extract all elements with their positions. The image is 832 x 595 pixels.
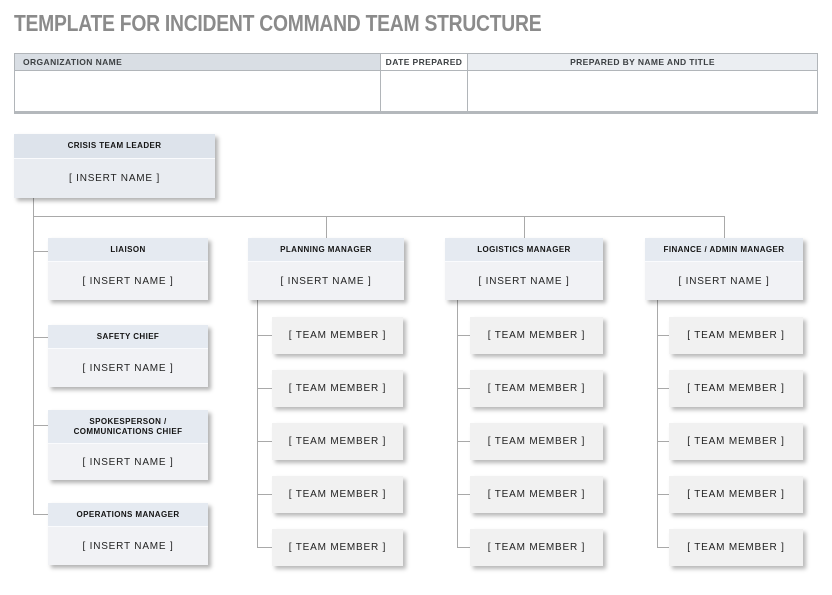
connector-stub-member	[257, 547, 272, 548]
node-title: SPOKESPERSON / COMMUNICATIONS CHIEF	[48, 410, 208, 444]
node-title: FINANCE / ADMIN MANAGER	[645, 238, 803, 262]
node-operations-manager: OPERATIONS MANAGER [ INSERT NAME ]	[48, 503, 208, 565]
connector-stub-member	[657, 388, 669, 389]
connector-stub-member	[657, 335, 669, 336]
team-member-placeholder[interactable]: [ TEAM MEMBER ]	[272, 317, 403, 354]
team-member-placeholder[interactable]: [ TEAM MEMBER ]	[272, 423, 403, 460]
connector-stub-member	[257, 494, 272, 495]
node-spokesperson-communications-chief: SPOKESPERSON / COMMUNICATIONS CHIEF [ IN…	[48, 410, 208, 480]
connector-stub-operations	[33, 514, 48, 515]
team-member-placeholder[interactable]: [ TEAM MEMBER ]	[272, 476, 403, 513]
team-member-placeholder[interactable]: [ TEAM MEMBER ]	[669, 370, 803, 407]
team-member-placeholder[interactable]: [ TEAM MEMBER ]	[272, 370, 403, 407]
team-member-placeholder[interactable]: [ TEAM MEMBER ]	[669, 529, 803, 566]
info-table-value-row	[15, 71, 817, 111]
connector-stub-member	[657, 494, 669, 495]
team-member-placeholder[interactable]: [ TEAM MEMBER ]	[470, 317, 603, 354]
connector-stub-safety	[33, 337, 48, 338]
node-logistics-manager: LOGISTICS MANAGER [ INSERT NAME ]	[445, 238, 603, 300]
team-member-placeholder[interactable]: [ TEAM MEMBER ]	[470, 529, 603, 566]
node-title: PLANNING MANAGER	[248, 238, 404, 262]
node-title: SAFETY CHIEF	[48, 325, 208, 349]
connector-stub-member	[257, 388, 272, 389]
team-member-placeholder[interactable]: [ TEAM MEMBER ]	[272, 529, 403, 566]
connector-stub-liaison	[33, 251, 48, 252]
connector-stub-member	[457, 335, 470, 336]
team-member-placeholder[interactable]: [ TEAM MEMBER ]	[470, 476, 603, 513]
node-title: LIAISON	[48, 238, 208, 262]
team-member-placeholder[interactable]: [ TEAM MEMBER ]	[470, 370, 603, 407]
connector-stub-member	[457, 547, 470, 548]
connector-drop-finance	[724, 216, 725, 238]
insert-name-placeholder[interactable]: [ INSERT NAME ]	[48, 527, 208, 565]
connector-planning-trunk	[257, 300, 258, 547]
connector-stub-member	[657, 441, 669, 442]
node-finance-admin-manager: FINANCE / ADMIN MANAGER [ INSERT NAME ]	[645, 238, 803, 300]
team-member-placeholder[interactable]: [ TEAM MEMBER ]	[669, 423, 803, 460]
node-title: LOGISTICS MANAGER	[445, 238, 603, 262]
node-liaison: LIAISON [ INSERT NAME ]	[48, 238, 208, 300]
org-name-field[interactable]	[15, 71, 381, 111]
date-prepared-field[interactable]	[381, 71, 468, 111]
insert-name-placeholder[interactable]: [ INSERT NAME ]	[14, 159, 215, 198]
info-table: ORGANIZATION NAME DATE PREPARED PREPARED…	[14, 53, 818, 114]
team-member-placeholder[interactable]: [ TEAM MEMBER ]	[669, 317, 803, 354]
connector-stub-spokesperson	[33, 425, 48, 426]
insert-name-placeholder[interactable]: [ INSERT NAME ]	[445, 262, 603, 300]
team-member-placeholder[interactable]: [ TEAM MEMBER ]	[470, 423, 603, 460]
connector-stub-member	[457, 388, 470, 389]
connector-stub-member	[657, 547, 669, 548]
connector-stub-member	[257, 441, 272, 442]
connector-stub-member	[457, 494, 470, 495]
org-name-header: ORGANIZATION NAME	[15, 54, 381, 71]
node-crisis-team-leader: CRISIS TEAM LEADER [ INSERT NAME ]	[14, 134, 215, 198]
node-planning-manager: PLANNING MANAGER [ INSERT NAME ]	[248, 238, 404, 300]
insert-name-placeholder[interactable]: [ INSERT NAME ]	[48, 444, 208, 480]
prepared-by-header: PREPARED BY NAME AND TITLE	[468, 54, 817, 71]
connector-left-trunk	[33, 198, 34, 514]
connector-drop-logistics	[524, 216, 525, 238]
insert-name-placeholder[interactable]: [ INSERT NAME ]	[248, 262, 404, 300]
connector-drop-planning	[326, 216, 327, 238]
connector-stub-member	[257, 335, 272, 336]
insert-name-placeholder[interactable]: [ INSERT NAME ]	[48, 349, 208, 387]
team-member-placeholder[interactable]: [ TEAM MEMBER ]	[669, 476, 803, 513]
connector-stub-member	[457, 441, 470, 442]
connector-finance-trunk	[657, 300, 658, 547]
node-title: OPERATIONS MANAGER	[48, 503, 208, 527]
prepared-by-field[interactable]	[468, 71, 817, 111]
info-table-header-row: ORGANIZATION NAME DATE PREPARED PREPARED…	[15, 54, 817, 71]
node-title: CRISIS TEAM LEADER	[14, 134, 215, 159]
date-prepared-header: DATE PREPARED	[381, 54, 468, 71]
page-title: TEMPLATE FOR INCIDENT COMMAND TEAM STRUC…	[14, 10, 542, 36]
insert-name-placeholder[interactable]: [ INSERT NAME ]	[48, 262, 208, 300]
connector-logistics-trunk	[457, 300, 458, 547]
connector-main-horizontal	[33, 216, 725, 217]
node-safety-chief: SAFETY CHIEF [ INSERT NAME ]	[48, 325, 208, 387]
insert-name-placeholder[interactable]: [ INSERT NAME ]	[645, 262, 803, 300]
